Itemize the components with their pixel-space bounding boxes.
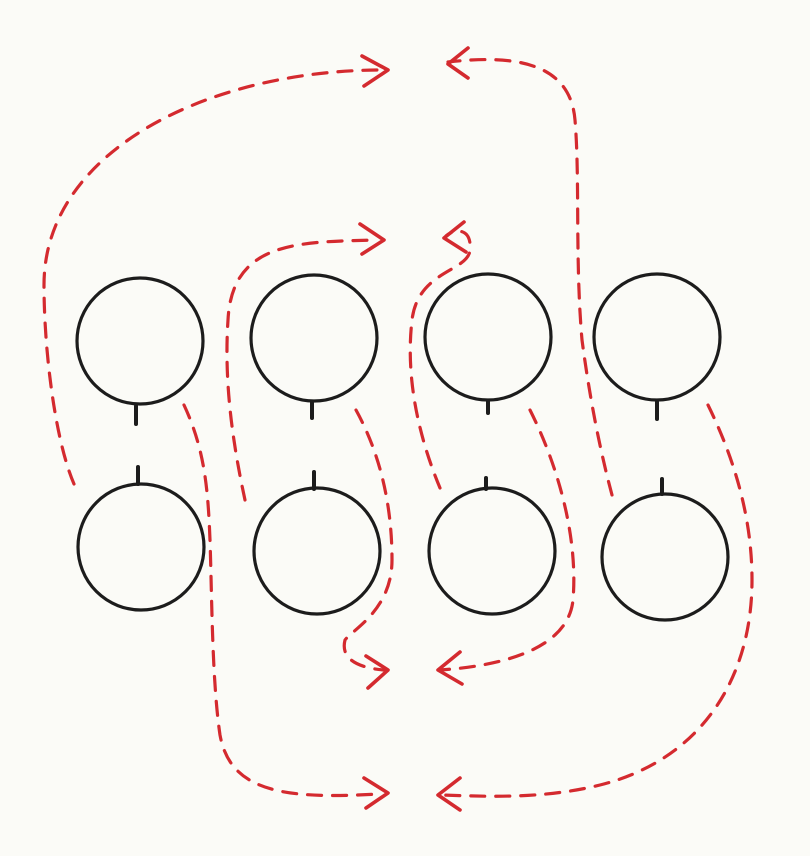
node-top-2 (249, 273, 379, 420)
circle-node (600, 492, 730, 622)
arrowhead-right-icon (364, 654, 390, 690)
node-top-3 (423, 272, 553, 415)
connector-outer-right (436, 46, 754, 812)
arrowhead-left-icon (436, 776, 462, 812)
arrowhead-left-icon (442, 220, 468, 254)
arrowhead-right-icon (358, 222, 386, 256)
dashed-path (42, 68, 384, 798)
arrowhead-left-icon (436, 650, 464, 686)
node-bottom-3 (427, 476, 557, 616)
node-top-4 (592, 272, 722, 421)
connector-inner-left (225, 222, 394, 690)
circle-node (76, 482, 206, 612)
circle-node (249, 273, 379, 403)
connector-inner-right (408, 220, 576, 686)
circle-node (427, 486, 557, 616)
node-top-1 (75, 276, 205, 426)
arrowhead-right-icon (362, 776, 390, 810)
node-bottom-1 (76, 465, 206, 612)
arrowhead-right-icon (360, 54, 390, 88)
dashed-path (408, 229, 576, 672)
circle-node (252, 486, 382, 616)
dashed-path (438, 57, 754, 798)
circle-node (75, 276, 205, 406)
node-bottom-4 (600, 477, 730, 622)
arrowhead-left-icon (446, 46, 470, 80)
dashed-path (225, 238, 394, 672)
connector-outer-left (42, 54, 390, 810)
node-bottom-2 (252, 470, 382, 616)
